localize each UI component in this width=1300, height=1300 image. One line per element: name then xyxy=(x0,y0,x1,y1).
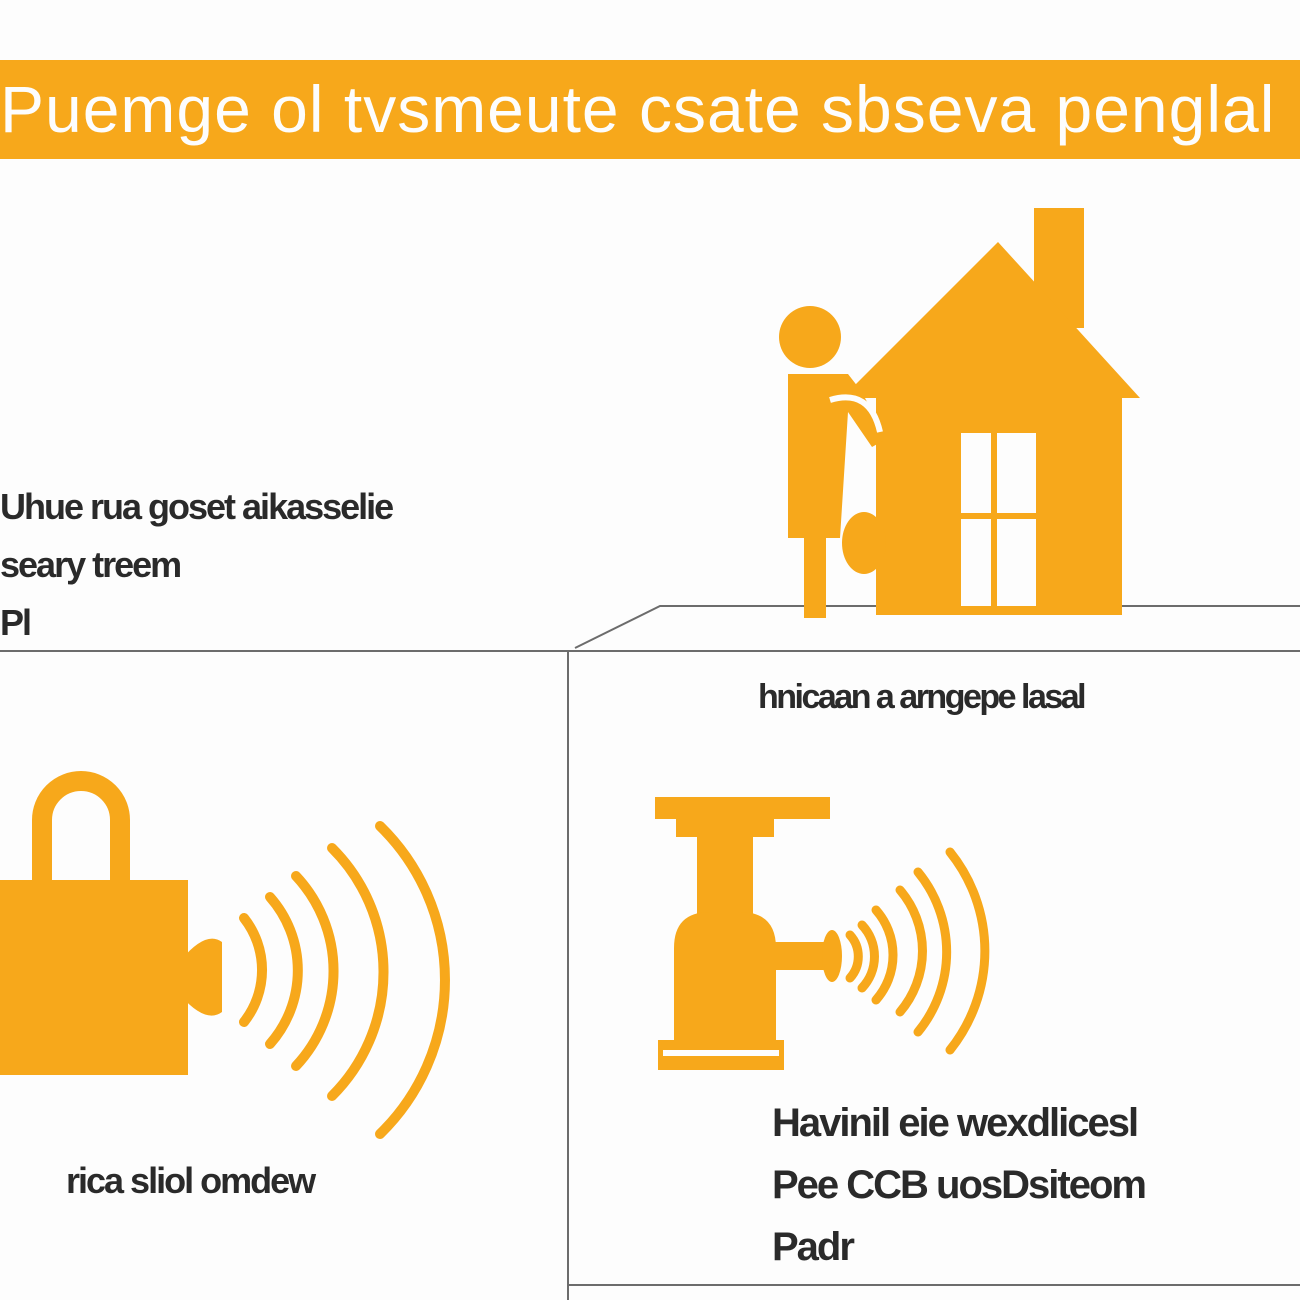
right-panel-heading: hnicaan a arngepe lasal xyxy=(758,678,1087,716)
title-banner: Puemge ol tvsmeute csate sbseva penglal xyxy=(0,60,1300,159)
house-body xyxy=(842,242,1140,615)
person-icon xyxy=(779,306,888,618)
house-window-icon xyxy=(961,433,1036,606)
device-caption: Havinil eie wexdlicesl Pee CCB uosDsiteo… xyxy=(772,1092,1147,1278)
device-collar xyxy=(676,819,774,837)
caption-line: Pee CCB uosDsiteom xyxy=(772,1163,1147,1207)
device-signal-waves-icon xyxy=(845,847,990,1055)
lock-signal-waves-icon xyxy=(239,821,450,1139)
caption-line: Uhue rua goset aikasselie xyxy=(0,486,394,527)
device-top-bar xyxy=(655,797,830,819)
caption-line: Padr xyxy=(772,1225,855,1269)
padlock-shackle xyxy=(32,771,130,885)
person-hand xyxy=(842,512,886,574)
padlock-body xyxy=(0,880,188,1075)
person-head xyxy=(779,306,841,368)
page-title: Puemge ol tvsmeute csate sbseva penglal xyxy=(0,72,1276,146)
house-icon xyxy=(842,208,1140,615)
person-body xyxy=(788,374,888,618)
padlock-caption: rica sliol omdew xyxy=(66,1160,316,1201)
padlock-icon xyxy=(0,771,222,1075)
device-stem xyxy=(697,837,753,917)
padlock-emitter xyxy=(181,938,222,1016)
device-spout-tip xyxy=(822,930,842,982)
caption-line: seary treem xyxy=(0,544,182,585)
device-icon xyxy=(655,797,842,1070)
caption-line: Pl xyxy=(0,602,32,643)
top-left-caption: Uhue rua goset aikasselie seary treem Pl xyxy=(0,478,394,652)
caption-line: Havinil eie wexdlicesl xyxy=(772,1101,1139,1145)
device-base xyxy=(674,912,776,1040)
